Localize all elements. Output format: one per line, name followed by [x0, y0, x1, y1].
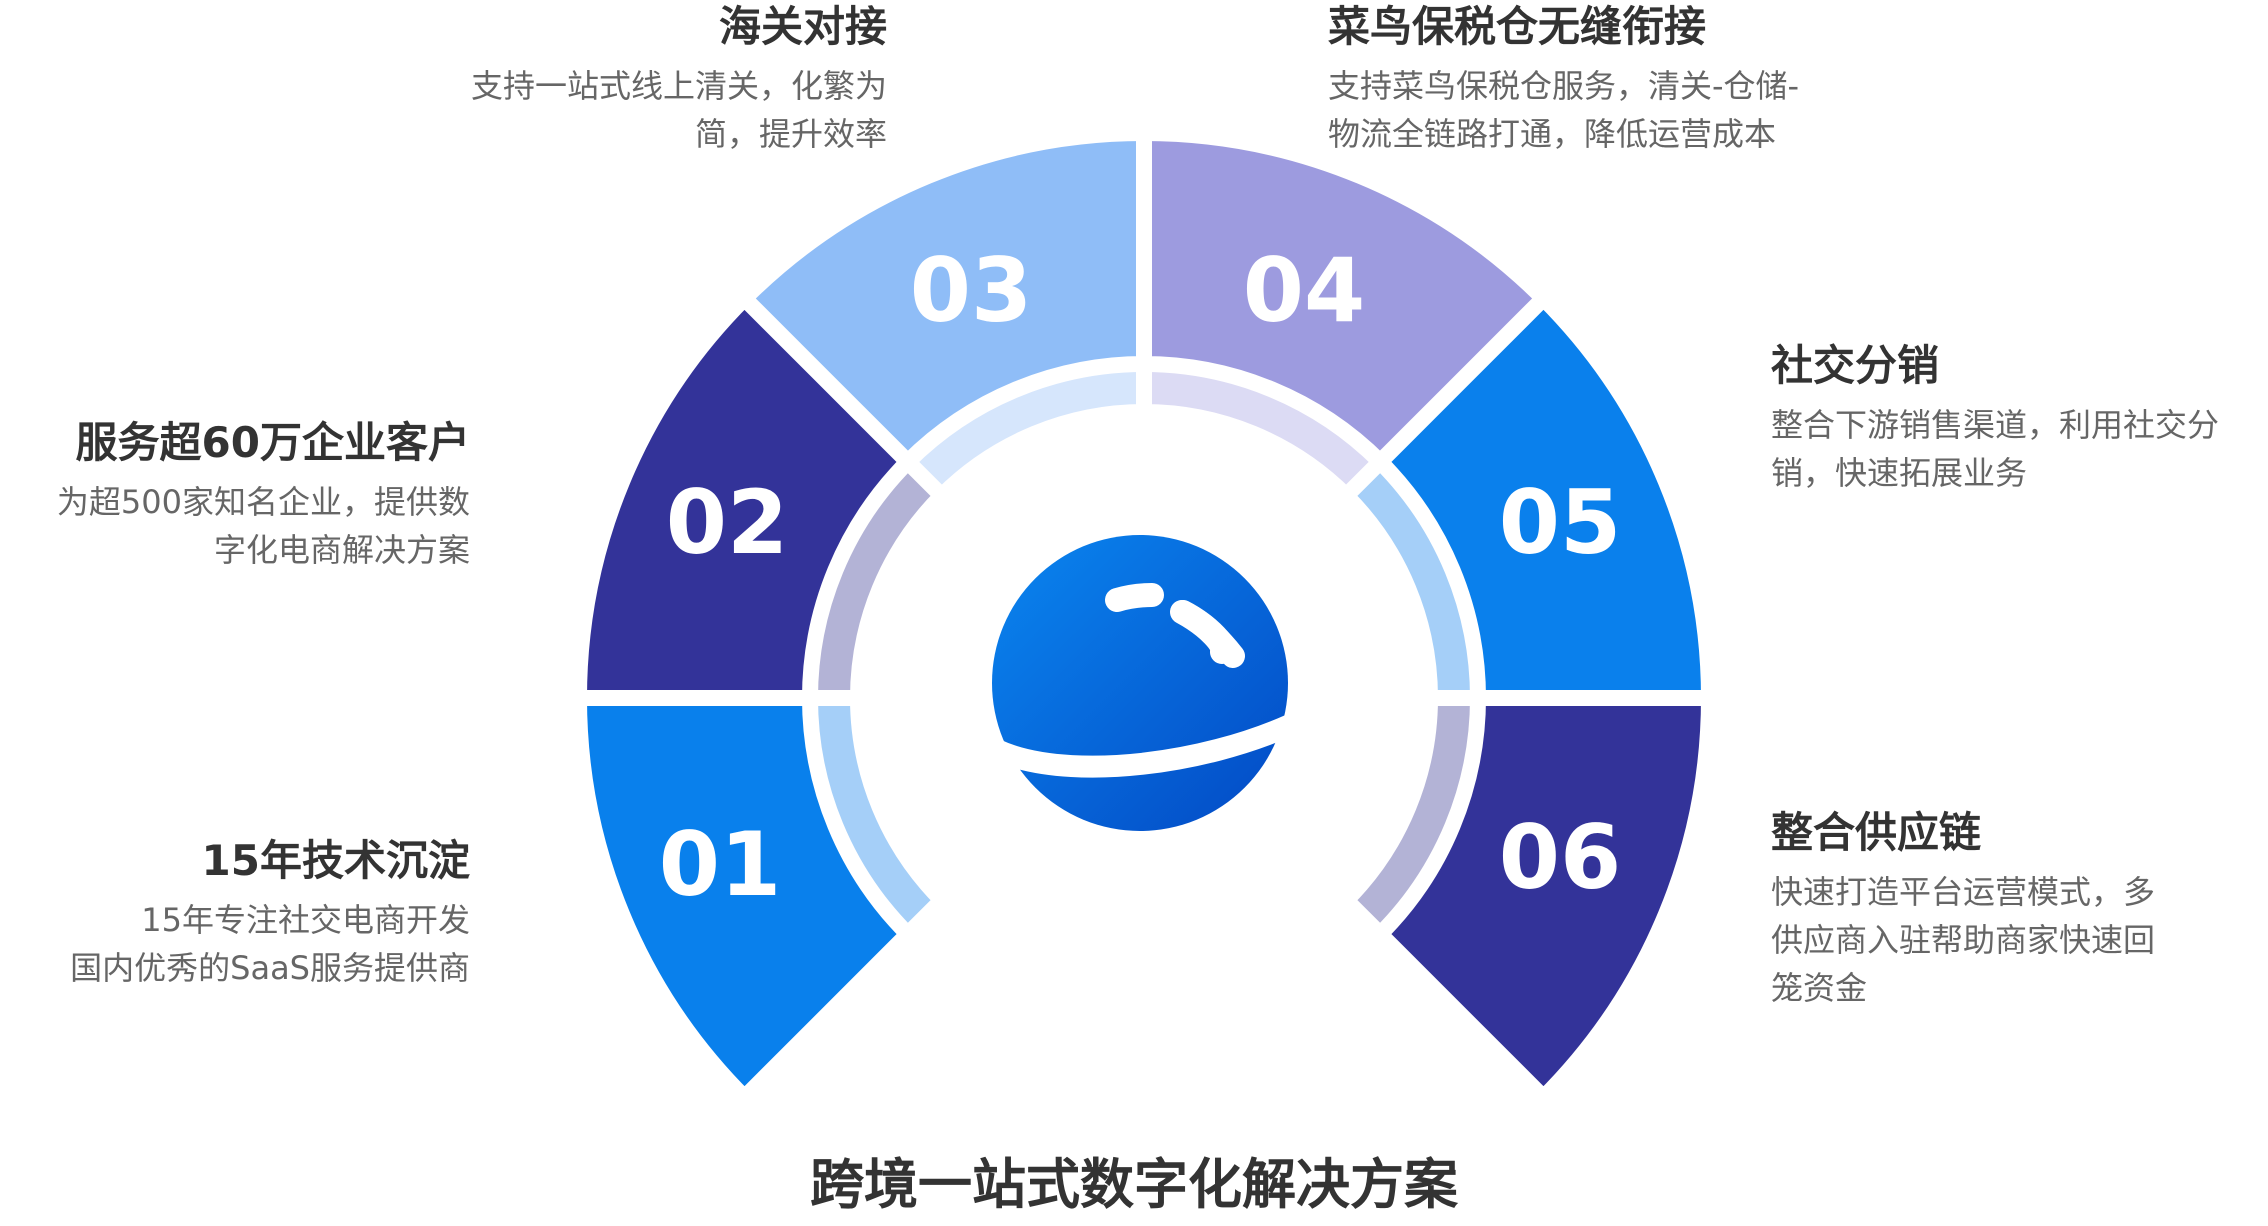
segment-desc-line: 笼资金 [1771, 969, 1868, 1007]
segment-number-01: 01 [659, 813, 781, 916]
segment-text-05: 社交分销 整合下游销售渠道，利用社交分 销，快速拓展业务 [1771, 339, 2268, 497]
segment-sector-06 [1368, 690, 1718, 1109]
segment-text-03: 海关对接 支持一站式线上清关，化繁为 简，提升效率 [367, 0, 887, 158]
diagram-title: 跨境一站式数字化解决方案 [810, 1153, 1458, 1216]
segment-desc-line: 字化电商解决方案 [213, 531, 470, 569]
segment-desc-line: 供应商入驻帮助商家快速回 [1771, 921, 2156, 959]
segment-number-02: 02 [666, 471, 788, 574]
segment-number-03: 03 [910, 239, 1032, 342]
segment-desc-line: 为超500家知名企业，提供数 [56, 483, 470, 521]
segment-number-04: 04 [1243, 239, 1365, 342]
segment-sector-03 [733, 124, 1152, 474]
segment-heading: 社交分销 [1771, 341, 1940, 390]
segment-desc-line: 国内优秀的SaaS服务提供商 [70, 949, 470, 987]
segment-desc-line: 整合下游销售渠道，利用社交分 [1771, 406, 2220, 444]
segment-heading: 整合供应链 [1771, 808, 1982, 857]
segment-sector-02 [570, 287, 920, 706]
segment-desc-line: 简，提升效率 [694, 115, 887, 153]
segment-desc-line: 物流全链路打通，降低运营成本 [1328, 115, 1777, 153]
segment-text-04: 菜鸟保税仓无缝衔接 支持菜鸟保税仓服务，清关-仓储- 物流全链路打通，降低运营成… [1328, 0, 1848, 158]
planet-icon [955, 535, 1337, 831]
segment-desc-line: 快速打造平台运营模式，多 [1771, 873, 2156, 911]
segment-desc-line: 15年专注社交电商开发 [141, 901, 470, 939]
segment-heading: 15年技术沉淀 [201, 836, 470, 885]
segment-heading: 海关对接 [718, 2, 887, 51]
segment-sector-05 [1368, 287, 1718, 706]
segment-heading: 菜鸟保税仓无缝衔接 [1328, 2, 1707, 51]
segment-desc-line: 销，快速拓展业务 [1771, 454, 2028, 492]
segment-number-05: 05 [1499, 471, 1621, 574]
segment-sector-04 [1136, 124, 1555, 474]
segment-number-06: 06 [1499, 806, 1621, 909]
segment-sector-01 [570, 690, 920, 1109]
segment-text-02: 服务超60万企业客户 为超500家知名企业，提供数 字化电商解决方案 [0, 416, 470, 574]
segment-heading: 服务超60万企业客户 [75, 418, 470, 467]
segment-desc-line: 支持一站式线上清关，化繁为 [470, 67, 887, 105]
segment-text-06: 整合供应链 快速打造平台运营模式，多 供应商入驻帮助商家快速回 笼资金 [1771, 806, 2268, 1012]
segment-text-01: 15年技术沉淀 15年专注社交电商开发 国内优秀的SaaS服务提供商 [0, 834, 470, 992]
segment-desc-line: 支持菜鸟保税仓服务，清关-仓储- [1328, 67, 1800, 105]
